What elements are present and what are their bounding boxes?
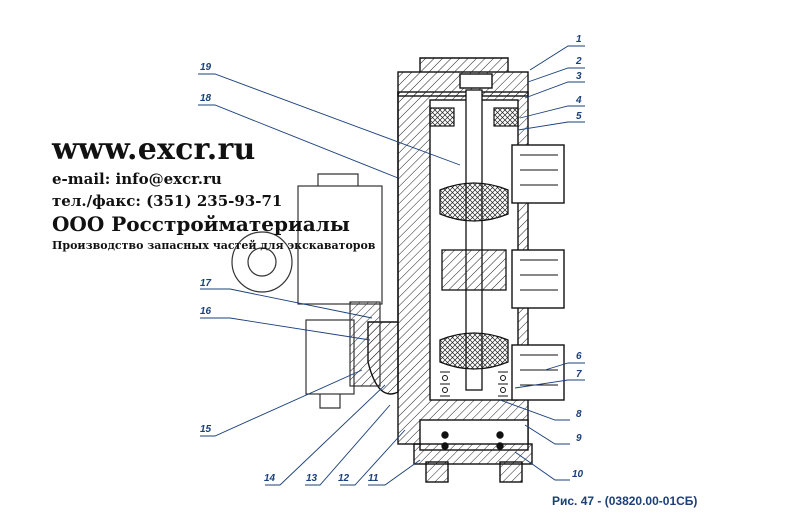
callout-3: 3 [576,71,582,82]
watermark-description: Производство запасных частей для экскава… [52,239,376,252]
callout-5: 5 [576,111,582,122]
figure-caption: Рис. 47 - (03820.00-01СБ) [552,494,698,508]
callout-6: 6 [576,351,582,362]
callout-8: 8 [576,409,582,420]
watermark-site: www.excr.ru [52,132,256,167]
callout-10: 10 [572,469,584,480]
watermark-company: ООО Росстройматериалы [52,212,350,236]
bottom-cap [413,419,533,483]
spring [440,371,508,397]
callout-4: 4 [575,95,582,106]
seal-rings [429,107,519,127]
callout-13: 13 [306,473,318,484]
callout-2: 2 [575,56,582,67]
callout-16: 16 [200,306,212,317]
callout-1: 1 [576,34,582,45]
callout-19: 19 [200,62,212,73]
watermark-email: e-mail: info@excr.ru [52,170,222,188]
actuator-body [231,173,383,409]
callout-numbers: 1 2 3 4 5 6 7 8 9 10 11 12 13 14 15 16 1… [200,34,584,484]
callout-18: 18 [200,93,212,104]
callout-7: 7 [576,369,582,380]
callout-12: 12 [338,473,350,484]
callout-9: 9 [576,433,582,444]
callout-15: 15 [200,424,212,435]
top-cover [397,57,529,97]
spool-stem [439,89,509,391]
callout-14: 14 [264,473,276,484]
callout-11: 11 [368,473,379,484]
leader-lines [198,45,585,486]
callout-17: 17 [200,278,212,289]
watermark-phone: тел./факс: (351) 235-93-71 [52,192,283,210]
